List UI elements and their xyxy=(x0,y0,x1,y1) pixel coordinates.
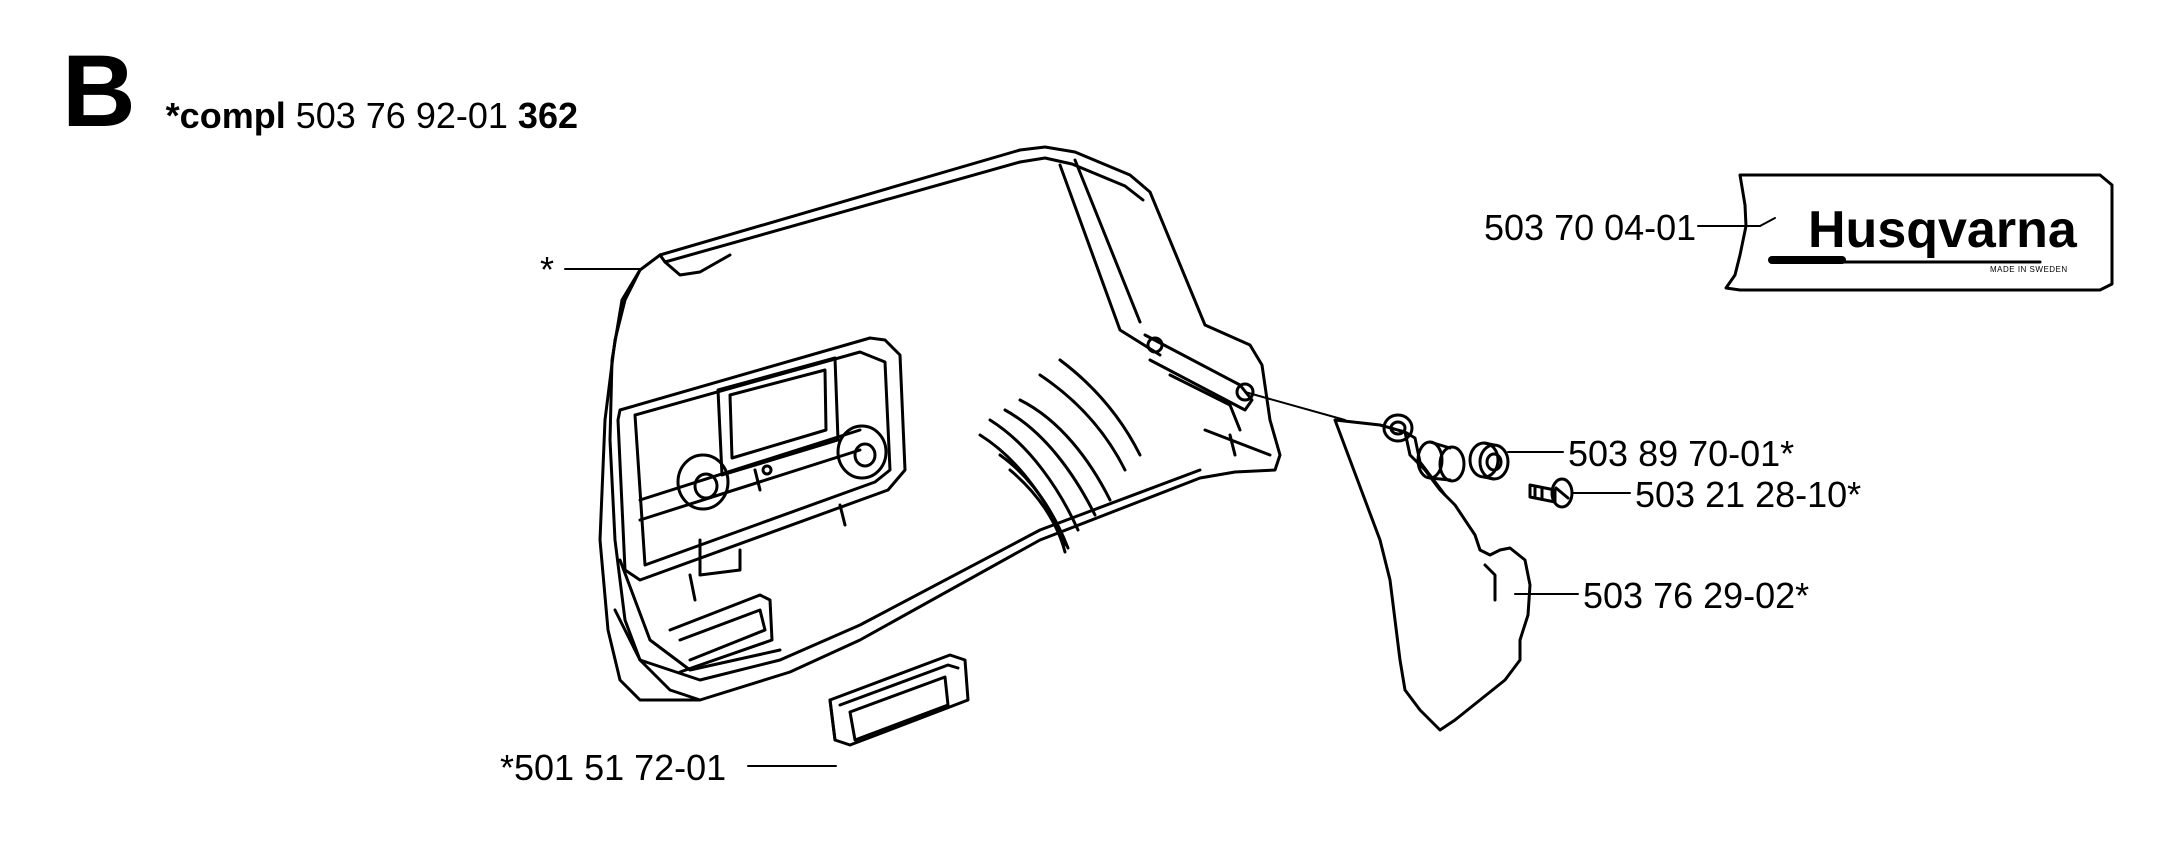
pad-drawing xyxy=(828,653,970,747)
assembly-title: *compl 503 76 92-01 362 xyxy=(166,98,578,134)
compl-prefix: *compl xyxy=(165,95,286,136)
screw-drawing xyxy=(1528,477,1574,509)
screw-part-label: 503 21 28-10* xyxy=(1635,474,1862,515)
section-heading: B *compl 503 76 92-01 362 xyxy=(62,40,578,142)
pad-part-label: *501 51 72-01 xyxy=(500,747,727,788)
decal-made-in-text: MADE IN SWEDEN xyxy=(1990,265,2068,274)
assembly-number: 503 76 92-01 xyxy=(295,95,508,136)
decal-part-label: 503 70 04-01 xyxy=(1484,207,1697,248)
washer-part-label: 503 89 70-01* xyxy=(1568,433,1795,474)
section-letter: B xyxy=(62,34,136,148)
decal-drawing xyxy=(1724,173,2114,292)
decal-brand-text: Husqvarna xyxy=(1808,201,2077,259)
washer-drawing xyxy=(1416,440,1510,483)
cover-marker-label: * xyxy=(540,249,555,290)
pin-leader-line xyxy=(1244,391,1346,421)
guard-plate-part-label: 503 76 29-02* xyxy=(1583,575,1810,616)
clutch-cover-drawing xyxy=(598,145,1282,702)
model-number: 362 xyxy=(517,95,578,136)
